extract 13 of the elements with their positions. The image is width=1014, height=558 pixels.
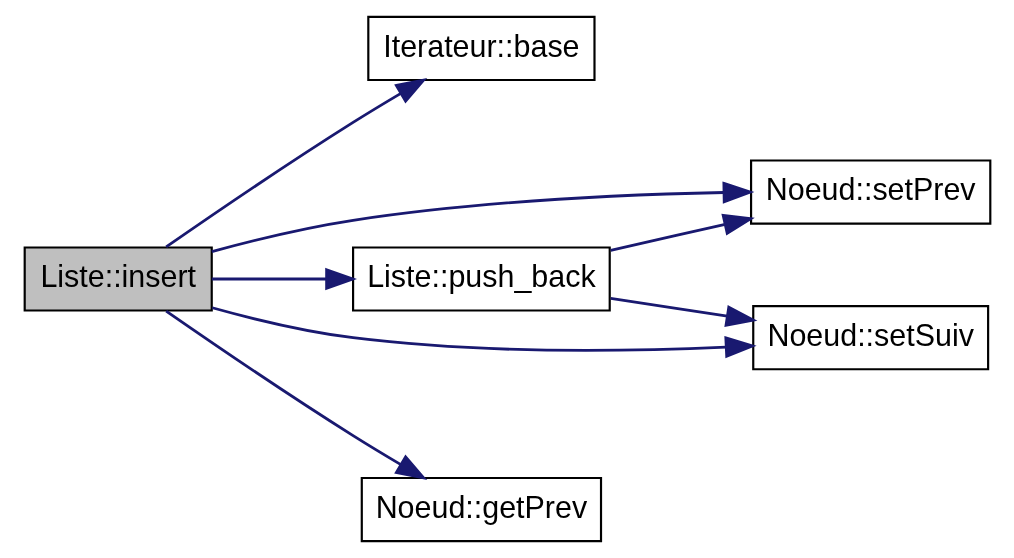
node-box: Liste::push_back xyxy=(351,246,611,312)
node-box: Noeud::setSuiv xyxy=(751,305,989,371)
arrow xyxy=(164,309,427,481)
node-box: Iterateur::base xyxy=(366,15,596,82)
node-box: Liste::insert xyxy=(23,246,213,312)
arrow xyxy=(211,267,357,291)
arrow xyxy=(164,77,427,249)
arrow xyxy=(211,306,757,359)
node-box: Noeud::setPrev xyxy=(749,159,991,225)
arrow xyxy=(211,181,754,253)
arrow xyxy=(609,213,755,252)
node-box: Noeud::getPrev xyxy=(360,476,602,543)
arrow xyxy=(609,297,757,327)
